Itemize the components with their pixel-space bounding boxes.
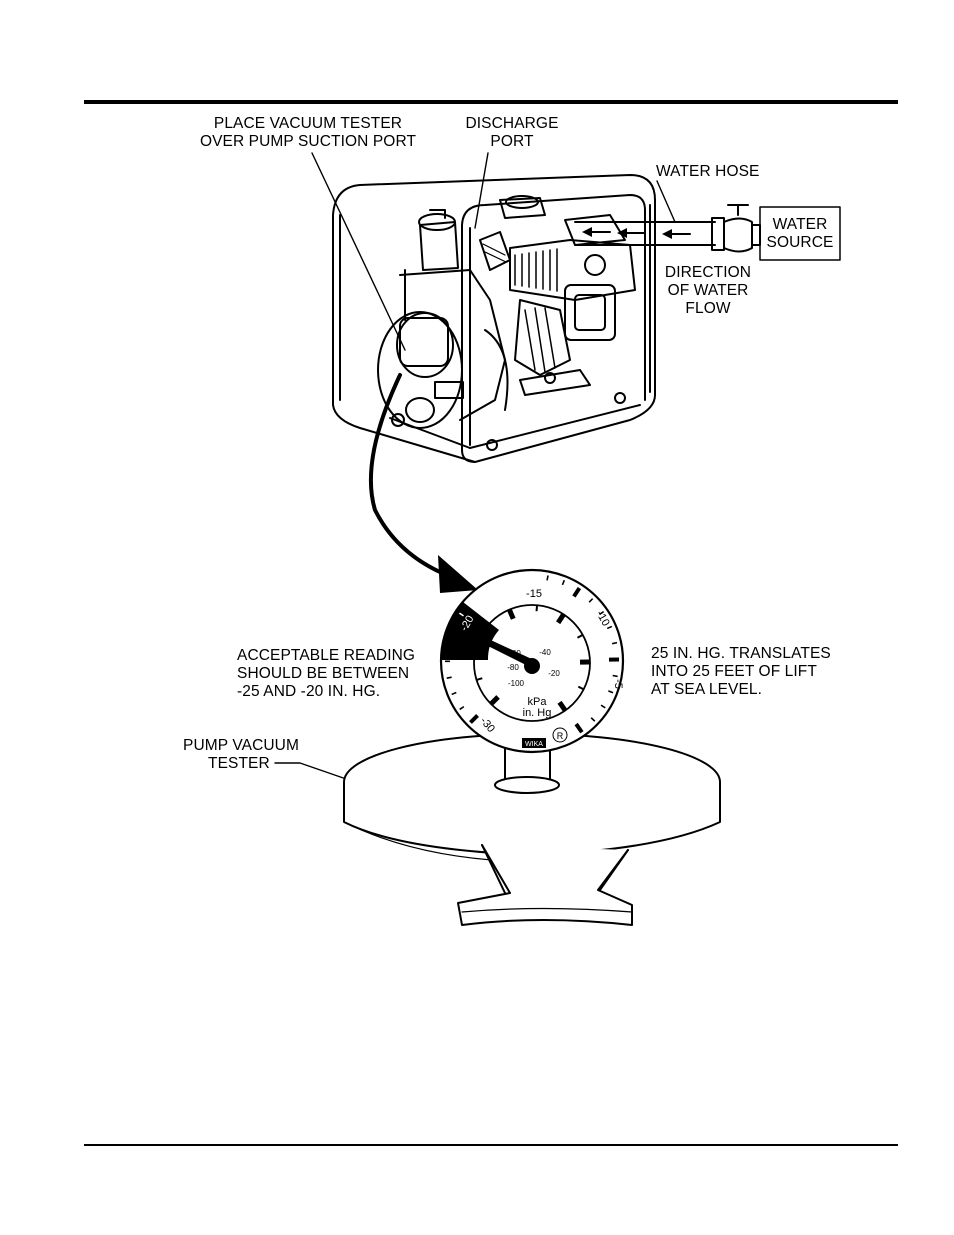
gauge-inner-tick xyxy=(556,612,566,625)
discharge-port-label: DISCHARGE PORT xyxy=(465,115,559,150)
gauge-inner-label-40: -40 xyxy=(539,648,551,657)
gauge-outer-tick xyxy=(496,580,504,591)
gauge-outer-tick xyxy=(561,579,566,586)
gauge-inner-label-100: -100 xyxy=(508,679,525,688)
header-rule xyxy=(84,100,898,104)
gauge-outer-label-15: -15 xyxy=(526,588,542,600)
gauge-inner-tick xyxy=(535,605,539,612)
registered-mark-circle xyxy=(552,727,568,743)
gauge-inner-ticks xyxy=(474,605,591,712)
gauge-outer-tick xyxy=(459,705,465,711)
gauge-outer-tick xyxy=(458,612,464,617)
acceptable-reading-label: ACCEPTABLE READING SHOULD BE BETWEEN -25… xyxy=(237,647,416,700)
gauge-outer-label-25: -25 xyxy=(451,670,463,686)
pump-vacuum-tester-label: PUMP VACUUM TESTER xyxy=(183,737,299,772)
gauge-inner-tick xyxy=(577,685,585,691)
place-tester-label: PLACE VACUUM TESTER OVER PUMP SUCTION PO… xyxy=(199,115,417,150)
gauge-outer-tick xyxy=(574,722,584,734)
gauge-inner-tick xyxy=(576,634,584,639)
gauge-inner-tick xyxy=(557,700,568,712)
translation-note-label: 25 IN. HG. TRANSLATES INTO 25 FEET OF LI… xyxy=(651,645,831,698)
water-source-box xyxy=(759,206,841,261)
footer-rule xyxy=(84,1144,898,1146)
water-hose xyxy=(574,204,761,253)
gauge-outer-ticks xyxy=(444,573,620,734)
tester-base xyxy=(343,733,721,926)
gauge-outer-tick xyxy=(513,575,517,581)
gauge-unit-inhg: in. Hg xyxy=(523,707,552,719)
gauge-outer-tick xyxy=(469,599,475,604)
gauge-inner-tick xyxy=(486,625,493,632)
gauge-inner-tick xyxy=(476,677,483,681)
gauge-outer-tick xyxy=(588,598,594,603)
gauge-inner-label-20: -20 xyxy=(548,669,560,678)
gauge-outer-tick xyxy=(606,625,613,630)
water-source-label: WATER SOURCE xyxy=(766,216,834,251)
gauge-inner-tick xyxy=(474,649,486,657)
gauge-inner-tick xyxy=(507,608,516,620)
gauge-outer-tick xyxy=(451,691,457,696)
gauge-outer-tick xyxy=(599,610,605,616)
gauge-outer-tick xyxy=(612,674,618,678)
gauge-outer-tick xyxy=(590,717,596,722)
gauge-inner-label-60: -60 xyxy=(509,649,521,658)
pump-engine xyxy=(479,195,636,396)
gauge-brand-plate xyxy=(522,738,546,748)
water-hose-label: WATER HOSE xyxy=(656,163,760,180)
gauge-unit-kpa: kPa xyxy=(528,696,548,708)
gauge-inner-label-80: -80 xyxy=(507,663,519,672)
gauge-outer-label-5: -5 xyxy=(612,679,624,689)
tester-arrow xyxy=(368,373,462,582)
gauge-outer-tick xyxy=(451,627,457,631)
gauge-outer-tick xyxy=(446,676,452,679)
gauge-outer-tick xyxy=(611,641,618,645)
gauge-outer-tick xyxy=(600,704,606,709)
gauge-outer-tick xyxy=(546,575,549,581)
registered-mark: R xyxy=(557,731,564,741)
gauge-needle xyxy=(478,636,540,674)
gauge-outer-tick xyxy=(572,586,582,598)
gauge-inner-tick xyxy=(489,695,500,706)
direction-flow-label: DIRECTION OF WATER FLOW xyxy=(664,264,752,317)
pump-frame xyxy=(332,174,656,463)
gauge-outer-tick xyxy=(482,588,487,594)
gauge-brand: WIKA xyxy=(525,741,543,748)
gauge-outer-tick xyxy=(608,690,614,694)
gauge-outer-tick xyxy=(469,714,479,724)
gauge-outer-tick xyxy=(446,642,457,649)
pump-housing xyxy=(377,209,626,451)
